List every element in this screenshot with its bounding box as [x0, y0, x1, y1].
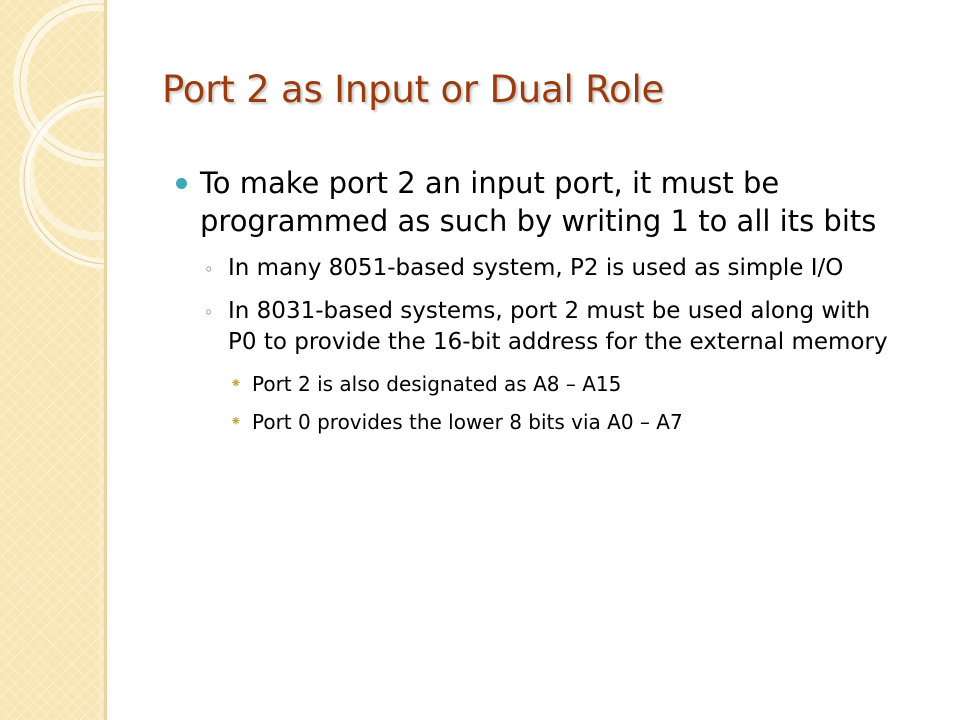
- decorative-rings-graphic: [13, 0, 106, 269]
- slide-content: To make port 2 an input port, it must be…: [176, 164, 936, 446]
- side-panel-border: [104, 0, 107, 720]
- bullet-item-level3: ⁕ Port 2 is also designated as A8 – A15: [230, 370, 852, 398]
- bullet-text: To make port 2 an input port, it must be…: [200, 166, 877, 238]
- bullet-text: In 8031-based systems, port 2 must be us…: [228, 298, 888, 355]
- bullet-ring-icon: ◦: [204, 303, 214, 322]
- bullet-text: Port 2 is also designated as A8 – A15: [252, 372, 622, 396]
- bullet-item-level1: To make port 2 an input port, it must be…: [176, 164, 910, 240]
- side-panel-highlight: [100, 0, 101, 720]
- bullet-item-level2: ◦ In many 8051-based system, P2 is used …: [204, 253, 888, 284]
- decorative-side-panel: [0, 0, 106, 720]
- bullet-item-level2: ◦ In 8031-based systems, port 2 must be …: [204, 296, 888, 358]
- bullet-text: Port 0 provides the lower 8 bits via A0 …: [252, 410, 683, 434]
- bullet-item-level3: ⁕ Port 0 provides the lower 8 bits via A…: [230, 408, 852, 436]
- bullet-text: In many 8051-based system, P2 is used as…: [228, 255, 844, 281]
- bullet-ring-icon: ◦: [204, 260, 214, 279]
- bullet-star-icon: ⁕: [230, 376, 242, 392]
- bullet-star-icon: ⁕: [230, 414, 242, 430]
- bullet-dot-icon: [176, 178, 187, 189]
- slide-title: Port 2 as Input or Dual Role: [162, 68, 665, 111]
